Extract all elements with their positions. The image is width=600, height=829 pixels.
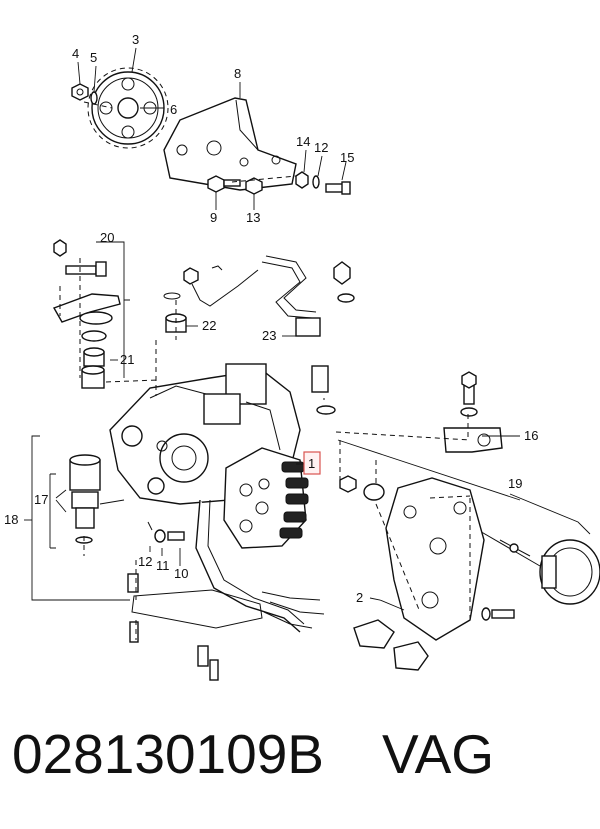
distributor-head [223,447,309,549]
gear-nut [71,83,89,101]
callout-12a: 12 [314,140,328,155]
stop-solenoid [69,454,125,544]
timing-gear [87,67,169,149]
callout-4: 4 [72,46,79,61]
wiring-harness [195,499,325,633]
exploded-parts-diagram: 1 2 3 4 5 6 8 9 10 11 12 12 13 14 15 16 … [4,32,600,681]
callout-5: 5 [90,50,97,65]
callout-2: 2 [356,590,363,605]
callout-21: 21 [120,352,134,367]
callout-3: 3 [132,32,139,47]
bracket-bolt [207,175,241,193]
callout-9: 9 [210,210,217,225]
callout-17: 17 [34,492,48,507]
callout-15: 15 [340,150,354,165]
callout-14: 14 [296,134,310,149]
brand-label: VAG [381,723,495,785]
small-bolt [295,171,351,195]
callout-20: 20 [100,230,114,245]
callout-1-highlight [303,451,321,475]
bracket-18 [31,435,263,681]
callout-11: 11 [156,558,170,573]
callout-23: 23 [262,328,276,343]
callout-1: 1 [308,456,315,471]
callout-19: 19 [508,476,522,491]
cold-start-accelerator [477,529,600,605]
part-number: 028130109B [12,723,324,785]
callout-10: 10 [174,566,188,581]
callout-13: 13 [246,210,260,225]
callout-22: 22 [202,318,216,333]
fuel-line-23 [261,255,355,415]
callout-18: 18 [4,512,18,527]
lever-assembly [52,239,121,389]
callout-6: 6 [170,102,177,117]
part-number-footer: 028130109B VAG [12,722,494,802]
bracket-2 [339,475,515,671]
callout-16: 16 [524,428,538,443]
bracket-nut [245,177,263,195]
callout-8: 8 [234,66,241,81]
gear-washer [90,91,98,105]
pump-bracket [163,97,297,191]
small-fasteners [147,521,185,543]
bracket-16 [443,371,503,453]
callout-12b: 12 [138,554,152,569]
